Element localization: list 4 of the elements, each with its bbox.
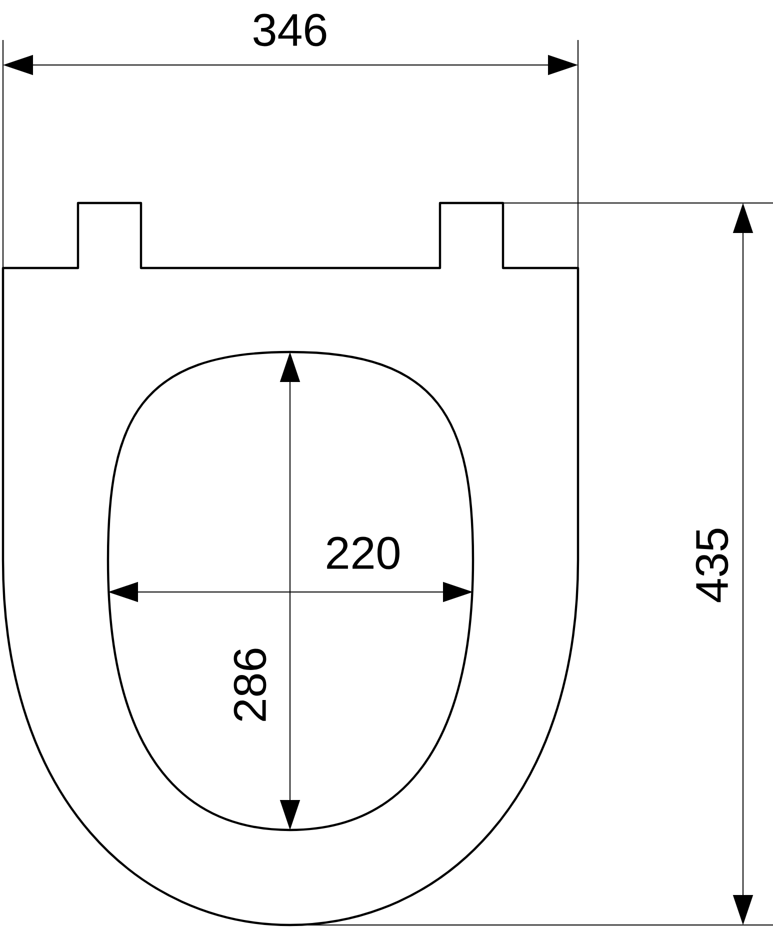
dimension-label: 346	[254, 14, 326, 46]
dimension-label: 220	[327, 536, 400, 570]
dimension-label: 286	[234, 648, 266, 721]
dimension-label: 435	[696, 528, 728, 602]
